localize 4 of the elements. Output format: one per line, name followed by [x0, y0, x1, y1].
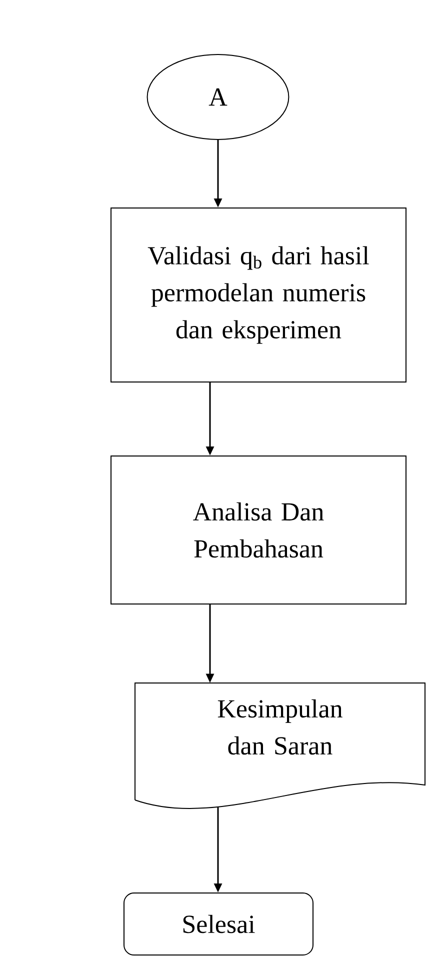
- document-shape: Kesimpulan dan Saran: [134, 682, 426, 809]
- process-box: Analisa Dan Pembahasan: [110, 456, 406, 604]
- terminal-box: Selesai: [124, 892, 314, 956]
- process-box: Validasi q$_{b}$ dari hasil permodelan numeris dan eksperimen: [110, 208, 406, 382]
